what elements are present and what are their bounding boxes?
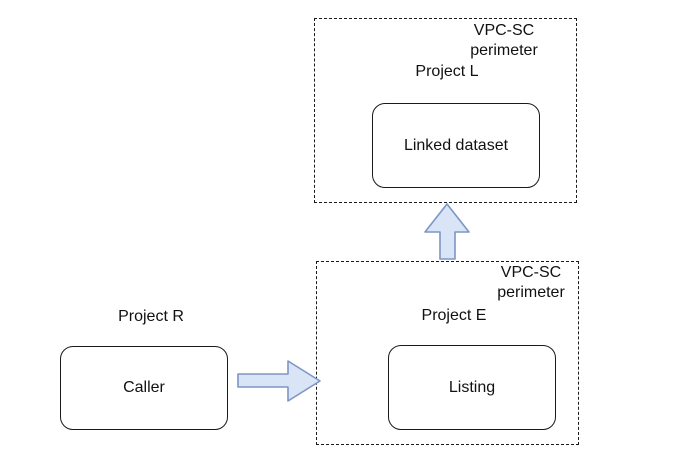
linked-dataset-node: Linked dataset: [372, 103, 540, 188]
caller-node-label: Caller: [123, 379, 165, 396]
project-r-label: Project R: [118, 308, 184, 325]
project-l-label: Project L: [415, 63, 479, 80]
arrow-caller-to-listing: [237, 360, 321, 402]
listing-node: Listing: [388, 345, 556, 430]
vpc-sc-perimeter-top-label: VPC-SC perimeter: [470, 22, 538, 59]
vpc-sc-perimeter-bottom: [316, 261, 579, 445]
vpc-sc-perimeter-bottom-label: VPC-SC perimeter: [497, 264, 565, 301]
linked-dataset-node-label: Linked dataset: [403, 136, 509, 154]
arrow-listing-to-linked-dataset: [424, 203, 470, 260]
listing-node-label: Listing: [448, 378, 496, 396]
project-e-label: Project E: [421, 307, 487, 324]
vpc-sc-perimeter-top: [314, 18, 577, 203]
caller-node: Caller: [60, 346, 228, 430]
